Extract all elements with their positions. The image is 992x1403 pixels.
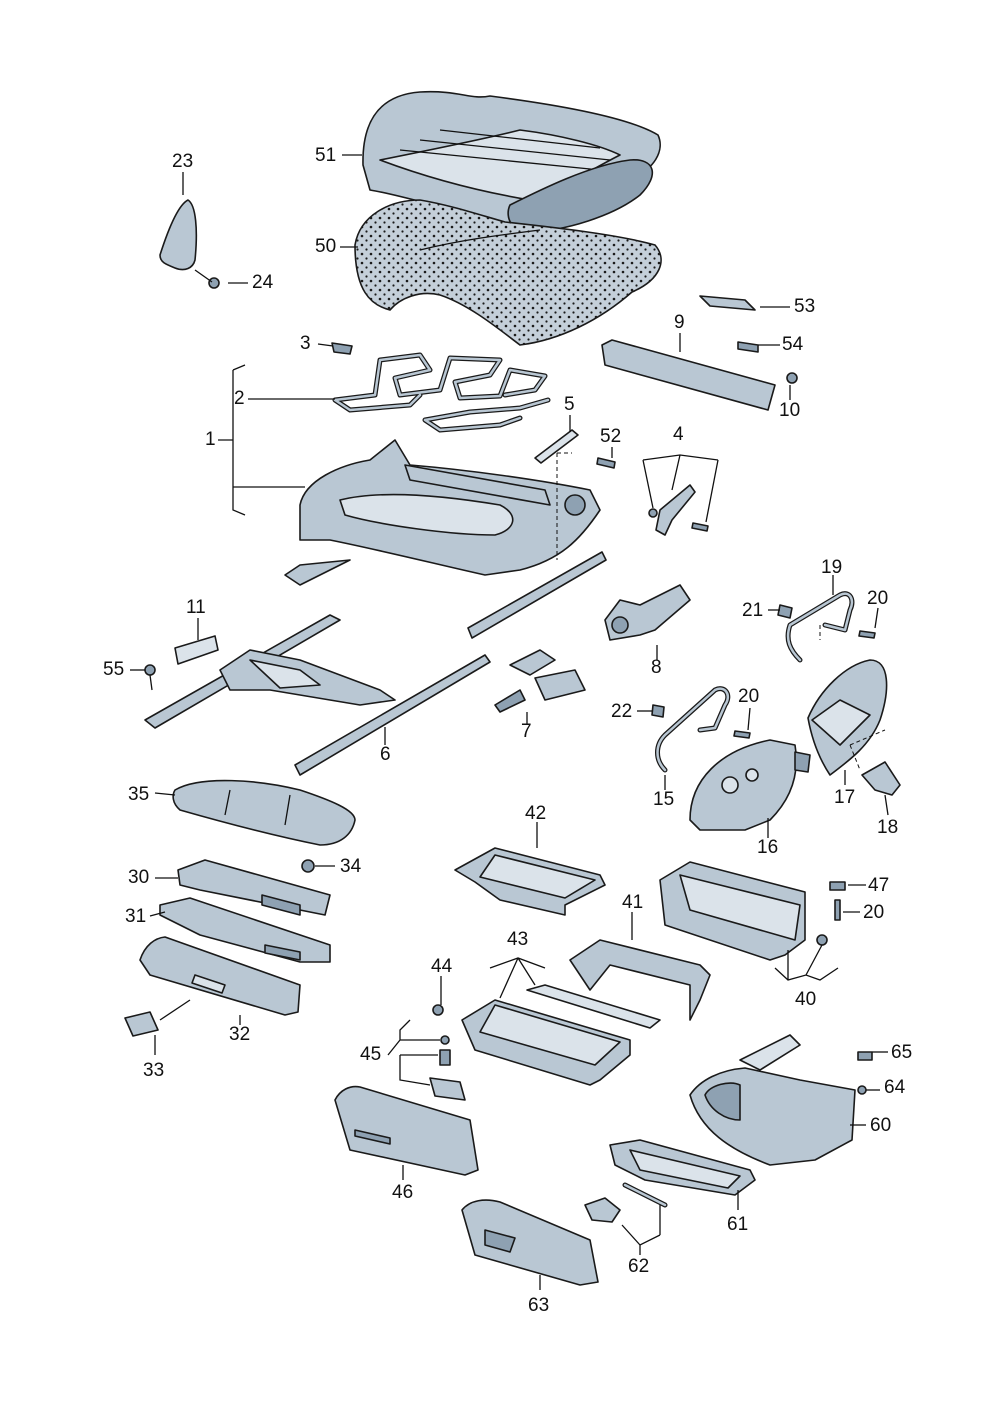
callout-16: 16 [757,837,779,858]
bolt-part [144,664,156,691]
bracket-upper-part [177,859,331,916]
nut-part [301,859,315,873]
tray-part [454,847,606,916]
callout-20: 20 [867,588,889,609]
side-panel-part [807,659,888,776]
callout-65: 65 [891,1042,913,1063]
callout-41: 41 [622,892,644,913]
callout-31: 31 [125,906,147,927]
cushion-insert-part [172,779,356,846]
callout-55: 55 [103,659,125,680]
tray-61-part [609,1139,756,1196]
callout-19: 19 [821,557,843,578]
callout-15: 15 [653,789,675,810]
callout-52: 52 [600,426,622,447]
spring-wires-part [332,352,551,433]
cover-63-part [461,1199,599,1286]
callout-34: 34 [340,856,362,877]
rail-cover-part [601,295,798,411]
callout-62: 62 [628,1256,650,1277]
rod-part [534,429,579,464]
wire-handle-lower-part [651,686,751,773]
callout-50: 50 [315,236,337,257]
callout-5: 5 [564,394,575,415]
cap-part [861,761,901,796]
front-trim-part [139,936,301,1016]
callout-23: 23 [172,151,194,172]
bracket-lower-part [159,897,331,963]
side-trim-part [159,199,220,289]
callout-10: 10 [779,400,801,421]
callout-30: 30 [128,867,150,888]
clip-part [331,342,353,355]
latch-parts [429,1035,466,1101]
drawer-part [461,984,661,1086]
callout-53: 53 [794,296,816,317]
cross-bracket-part [569,939,711,1021]
callout-3: 3 [300,333,311,354]
callout-43: 43 [507,929,529,950]
callout-2: 2 [234,388,245,409]
callout-46: 46 [392,1182,414,1203]
callout-11: 11 [186,597,206,618]
actuator-part [494,649,586,713]
storage-box-part [659,861,828,961]
lever-part [648,484,709,536]
callout-44: 44 [431,956,453,977]
callout-9: 9 [674,312,685,333]
screw-right-part [834,899,841,921]
screw-44-part [432,1004,444,1016]
control-panel-part [689,739,811,831]
front-cover-part [334,1085,479,1176]
callout-54: 54 [782,334,804,355]
callout-7: 7 [521,721,532,742]
callout-64: 64 [884,1077,906,1098]
callout-42: 42 [525,803,547,824]
handle-part [124,999,191,1037]
foam-pad-part [354,199,662,346]
drawer-housing-part [689,1034,873,1166]
callout-18: 18 [877,817,899,838]
callout-33: 33 [143,1060,165,1081]
callout-6: 6 [380,744,391,765]
wire-handle-upper-part [777,591,876,663]
cover-strip-part [174,635,219,665]
callout-40: 40 [795,989,817,1010]
latch-62-part [584,1182,668,1223]
screw-part [596,457,616,469]
callout-60: 60 [870,1115,892,1136]
callout-24: 24 [252,272,274,293]
callout-1: 1 [205,429,216,450]
callout-20b: 20 [738,686,760,707]
leader-lines [130,154,889,1290]
callout-20c: 20 [863,902,885,923]
rail-assembly-part [144,614,491,776]
callout-61: 61 [727,1214,749,1235]
clip-right-part [829,881,846,891]
seat-cover-part [362,90,661,233]
callout-8: 8 [651,657,662,678]
callout-4: 4 [673,424,684,445]
callout-45: 45 [360,1044,382,1065]
callout-32: 32 [229,1024,251,1045]
callout-51: 51 [315,145,337,166]
callout-21: 21 [742,600,764,621]
callout-47: 47 [868,875,890,896]
motor-part [604,584,691,641]
callout-17: 17 [834,787,856,808]
seat-frame-part [284,439,607,639]
callout-22: 22 [611,701,633,722]
callout-63: 63 [528,1295,550,1316]
callout-35: 35 [128,784,150,805]
